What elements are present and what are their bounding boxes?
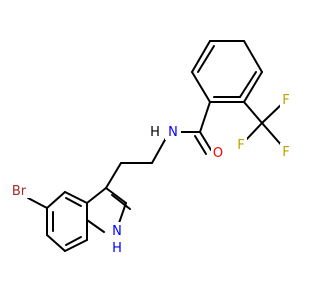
bond xyxy=(191,40,211,73)
atom-label: O xyxy=(213,146,223,161)
bond xyxy=(243,71,263,103)
atom-label: N xyxy=(112,224,122,239)
atom-label: N xyxy=(168,125,178,140)
fluorine-atom: F xyxy=(280,143,292,160)
atom-label: Br xyxy=(12,184,27,199)
bond xyxy=(194,135,207,155)
atom-label: F xyxy=(237,138,244,153)
atom-labels: Br N H N H O F F F xyxy=(8,91,292,256)
atom-label: F xyxy=(282,93,289,108)
indole-nitrogen-atom: N H xyxy=(110,222,124,256)
fluorine-atom: F xyxy=(235,136,247,153)
bond xyxy=(64,191,88,204)
bond xyxy=(86,187,107,204)
bond xyxy=(239,71,257,98)
bond xyxy=(261,122,284,148)
atom-label: H xyxy=(112,241,122,256)
amide-nitrogen-atom: N H xyxy=(150,122,181,140)
bonds xyxy=(27,40,284,252)
oxygen-atom: O xyxy=(211,144,225,161)
fluorine-atom: F xyxy=(280,91,292,108)
bond xyxy=(46,191,66,209)
bromine-atom: Br xyxy=(8,182,30,199)
bond xyxy=(46,234,66,252)
bond xyxy=(197,45,215,73)
bond xyxy=(65,197,82,207)
bond xyxy=(191,71,211,103)
bond xyxy=(151,137,167,164)
bond xyxy=(86,219,105,233)
bond xyxy=(243,40,263,73)
bond xyxy=(64,239,88,252)
atom-label: H xyxy=(150,125,160,140)
bond xyxy=(199,131,212,151)
atom-label: F xyxy=(282,145,289,160)
bond xyxy=(199,101,211,133)
bond xyxy=(245,122,263,141)
bond xyxy=(105,162,122,189)
bond xyxy=(105,187,127,204)
bond xyxy=(243,101,263,124)
bond xyxy=(111,194,131,210)
molecule-structure: Br N H N H O F F F xyxy=(8,40,292,256)
bond xyxy=(27,197,48,209)
bond xyxy=(261,102,284,124)
bond xyxy=(65,236,82,246)
